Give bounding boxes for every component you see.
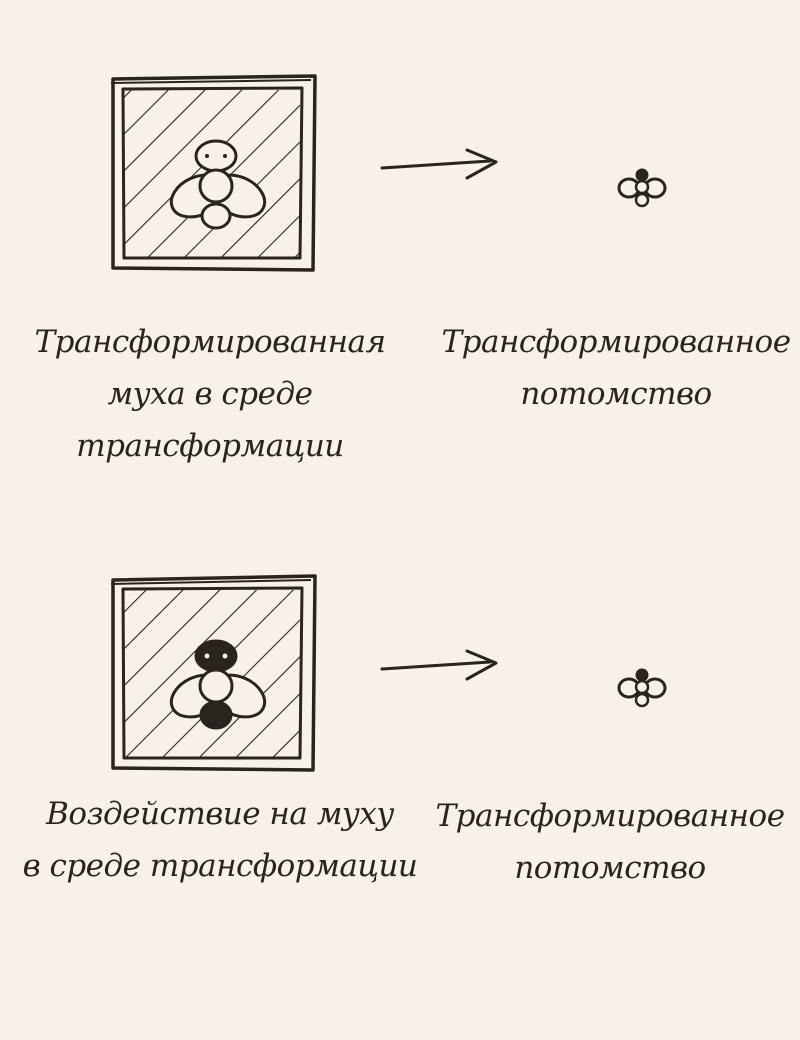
exposure-caption: Воздействие на муху в среде трансформаци… — [22, 796, 418, 884]
fly-icon — [169, 139, 267, 230]
offspring-icon — [617, 168, 667, 208]
row-1-environment-frame — [110, 74, 317, 272]
arrow-right-icon — [380, 649, 498, 681]
arrow-right-icon — [380, 148, 498, 180]
transformed-offspring-caption: Трансформированное потомство — [441, 324, 791, 412]
offspring-icon — [617, 668, 667, 708]
transformed-offspring-caption: Трансформированное потомство — [435, 798, 785, 886]
transformed-fly-caption: Трансформированная муха в среде трансфор… — [34, 324, 386, 464]
fly-icon — [169, 639, 267, 730]
